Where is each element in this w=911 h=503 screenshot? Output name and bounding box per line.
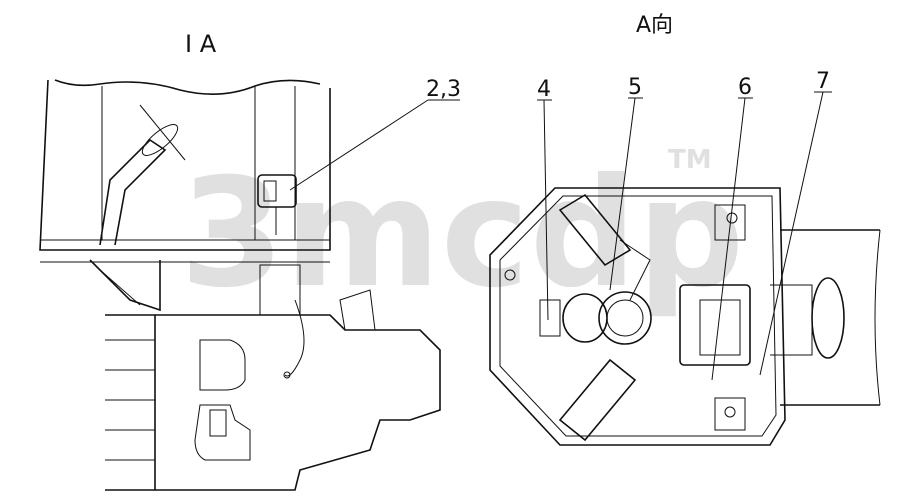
right-view bbox=[489, 187, 881, 446]
view-title-left: I A bbox=[185, 30, 217, 58]
callout-2-3: 2,3 bbox=[426, 77, 461, 102]
callout-5: 5 bbox=[628, 75, 642, 100]
callout-4: 4 bbox=[537, 77, 551, 102]
view-title-right: A向 bbox=[636, 13, 673, 38]
callout-6: 6 bbox=[738, 75, 752, 100]
left-view bbox=[39, 79, 441, 491]
callout-7: 7 bbox=[816, 69, 830, 94]
callouts: 2,3 4 5 6 7 bbox=[289, 69, 832, 381]
trademark-mark: TM bbox=[668, 145, 712, 175]
watermark: 3mcdp bbox=[180, 147, 744, 321]
